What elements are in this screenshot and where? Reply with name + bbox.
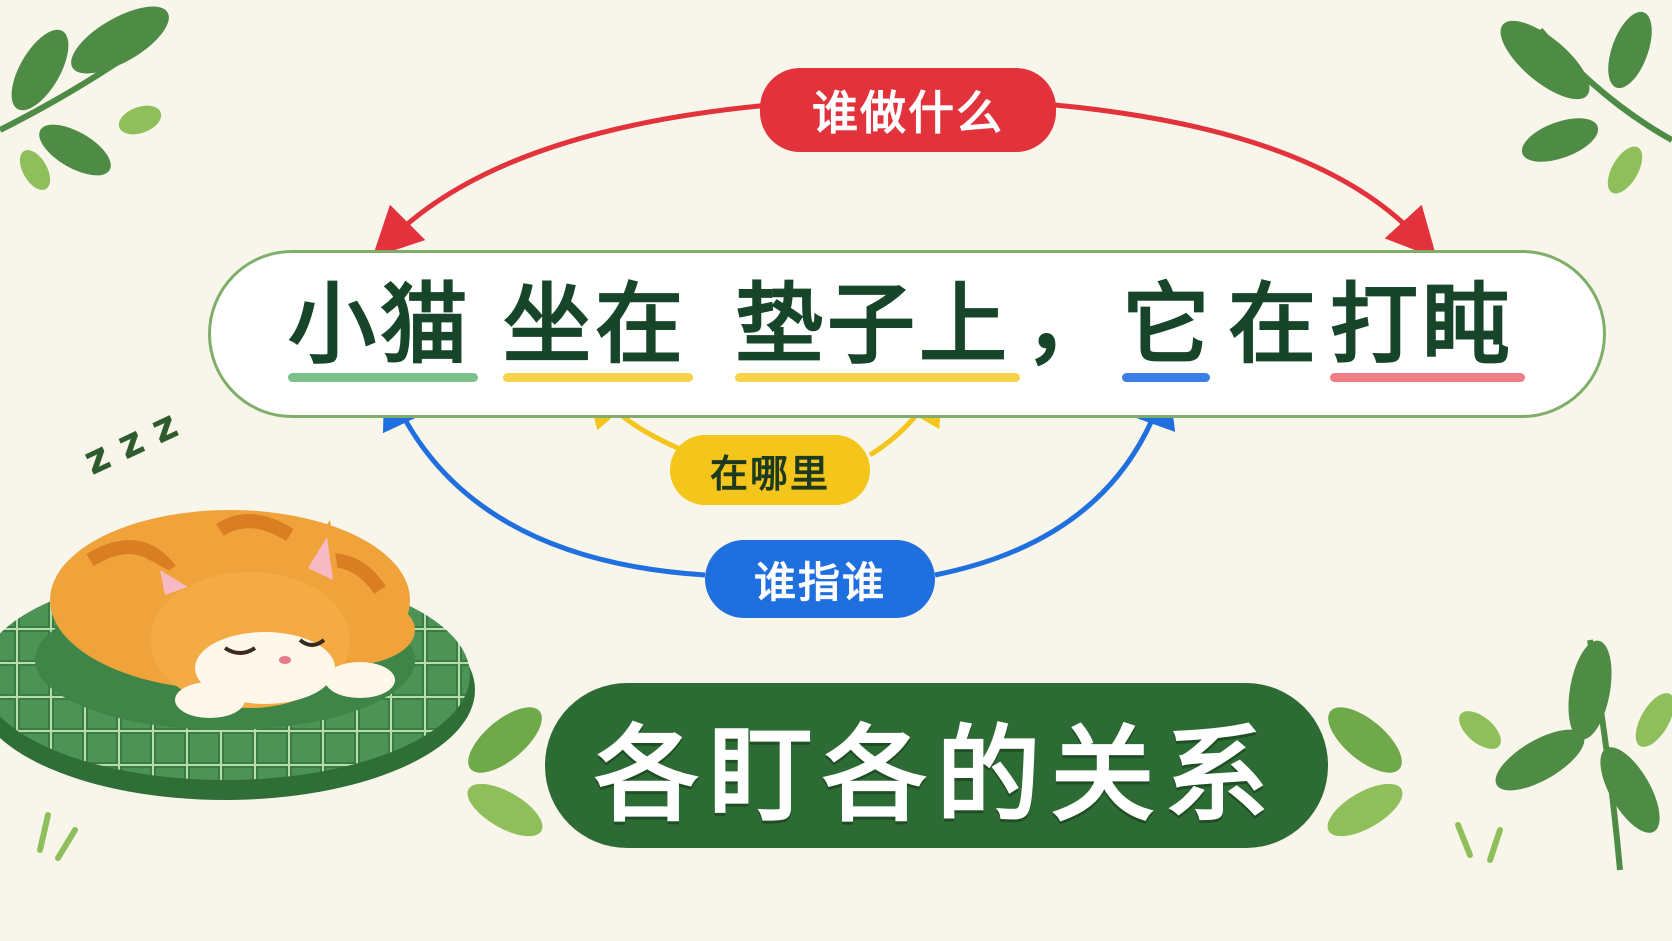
word-subject: 小猫 (288, 273, 473, 376)
page-title: 各盯各的关系 (594, 714, 1279, 836)
subject-underline (288, 373, 478, 382)
leaf-sprig-icon (1459, 639, 1672, 871)
who-refers-arrow (934, 376, 1176, 578)
who-refers-arrow (382, 377, 706, 578)
sleeping-cat-icon (50, 510, 415, 718)
word-comma: ， (1025, 273, 1118, 376)
word-pronoun: 它 (1122, 273, 1215, 376)
verb-location-underline (503, 373, 693, 382)
leaf-sprig-icon (1500, 11, 1672, 194)
word-verb-location: 坐在 (503, 273, 688, 376)
who-refers-label: 谁指谁 (705, 540, 935, 618)
sentence-box (208, 250, 1606, 418)
leaf-sprig-icon (467, 707, 1403, 837)
word-progressive: 在 (1228, 273, 1321, 376)
location-underline (735, 373, 1020, 382)
who-does-what-label: 谁做什么 (760, 68, 1056, 152)
who-refers-text: 谁指谁 (753, 557, 886, 607)
pronoun-underline (1122, 373, 1210, 382)
action-underline (1330, 373, 1525, 382)
who-does-what-arrow (1054, 102, 1437, 259)
title-banner: 各盯各的关系 (545, 683, 1328, 848)
where-label: 在哪里 (670, 435, 870, 505)
grass-icon (37, 812, 1503, 863)
word-action: 打盹 (1330, 273, 1515, 376)
who-does-what-text: 谁做什么 (812, 86, 1004, 140)
leaf-sprig-icon (0, 6, 169, 190)
word-location: 垫子上 (735, 273, 1012, 376)
where-text: 在哪里 (709, 451, 830, 496)
who-does-what-arrow (372, 102, 771, 258)
